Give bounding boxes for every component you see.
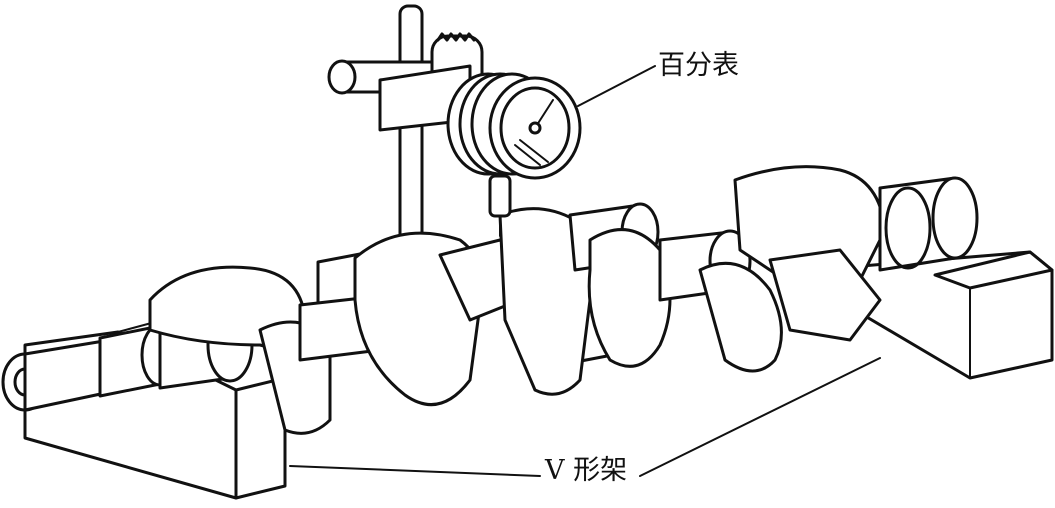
crankshaft-webs: [148, 165, 887, 435]
right-v-block: [836, 250, 1054, 380]
indicator-stand: [327, 4, 484, 253]
leader-lines: [289, 65, 881, 477]
dial-gauge: [446, 72, 582, 237]
v-block-label: V 形架: [545, 455, 628, 486]
crankshaft-rear-flange: [878, 176, 979, 272]
dial-gauge-label: 百分表: [658, 50, 739, 81]
